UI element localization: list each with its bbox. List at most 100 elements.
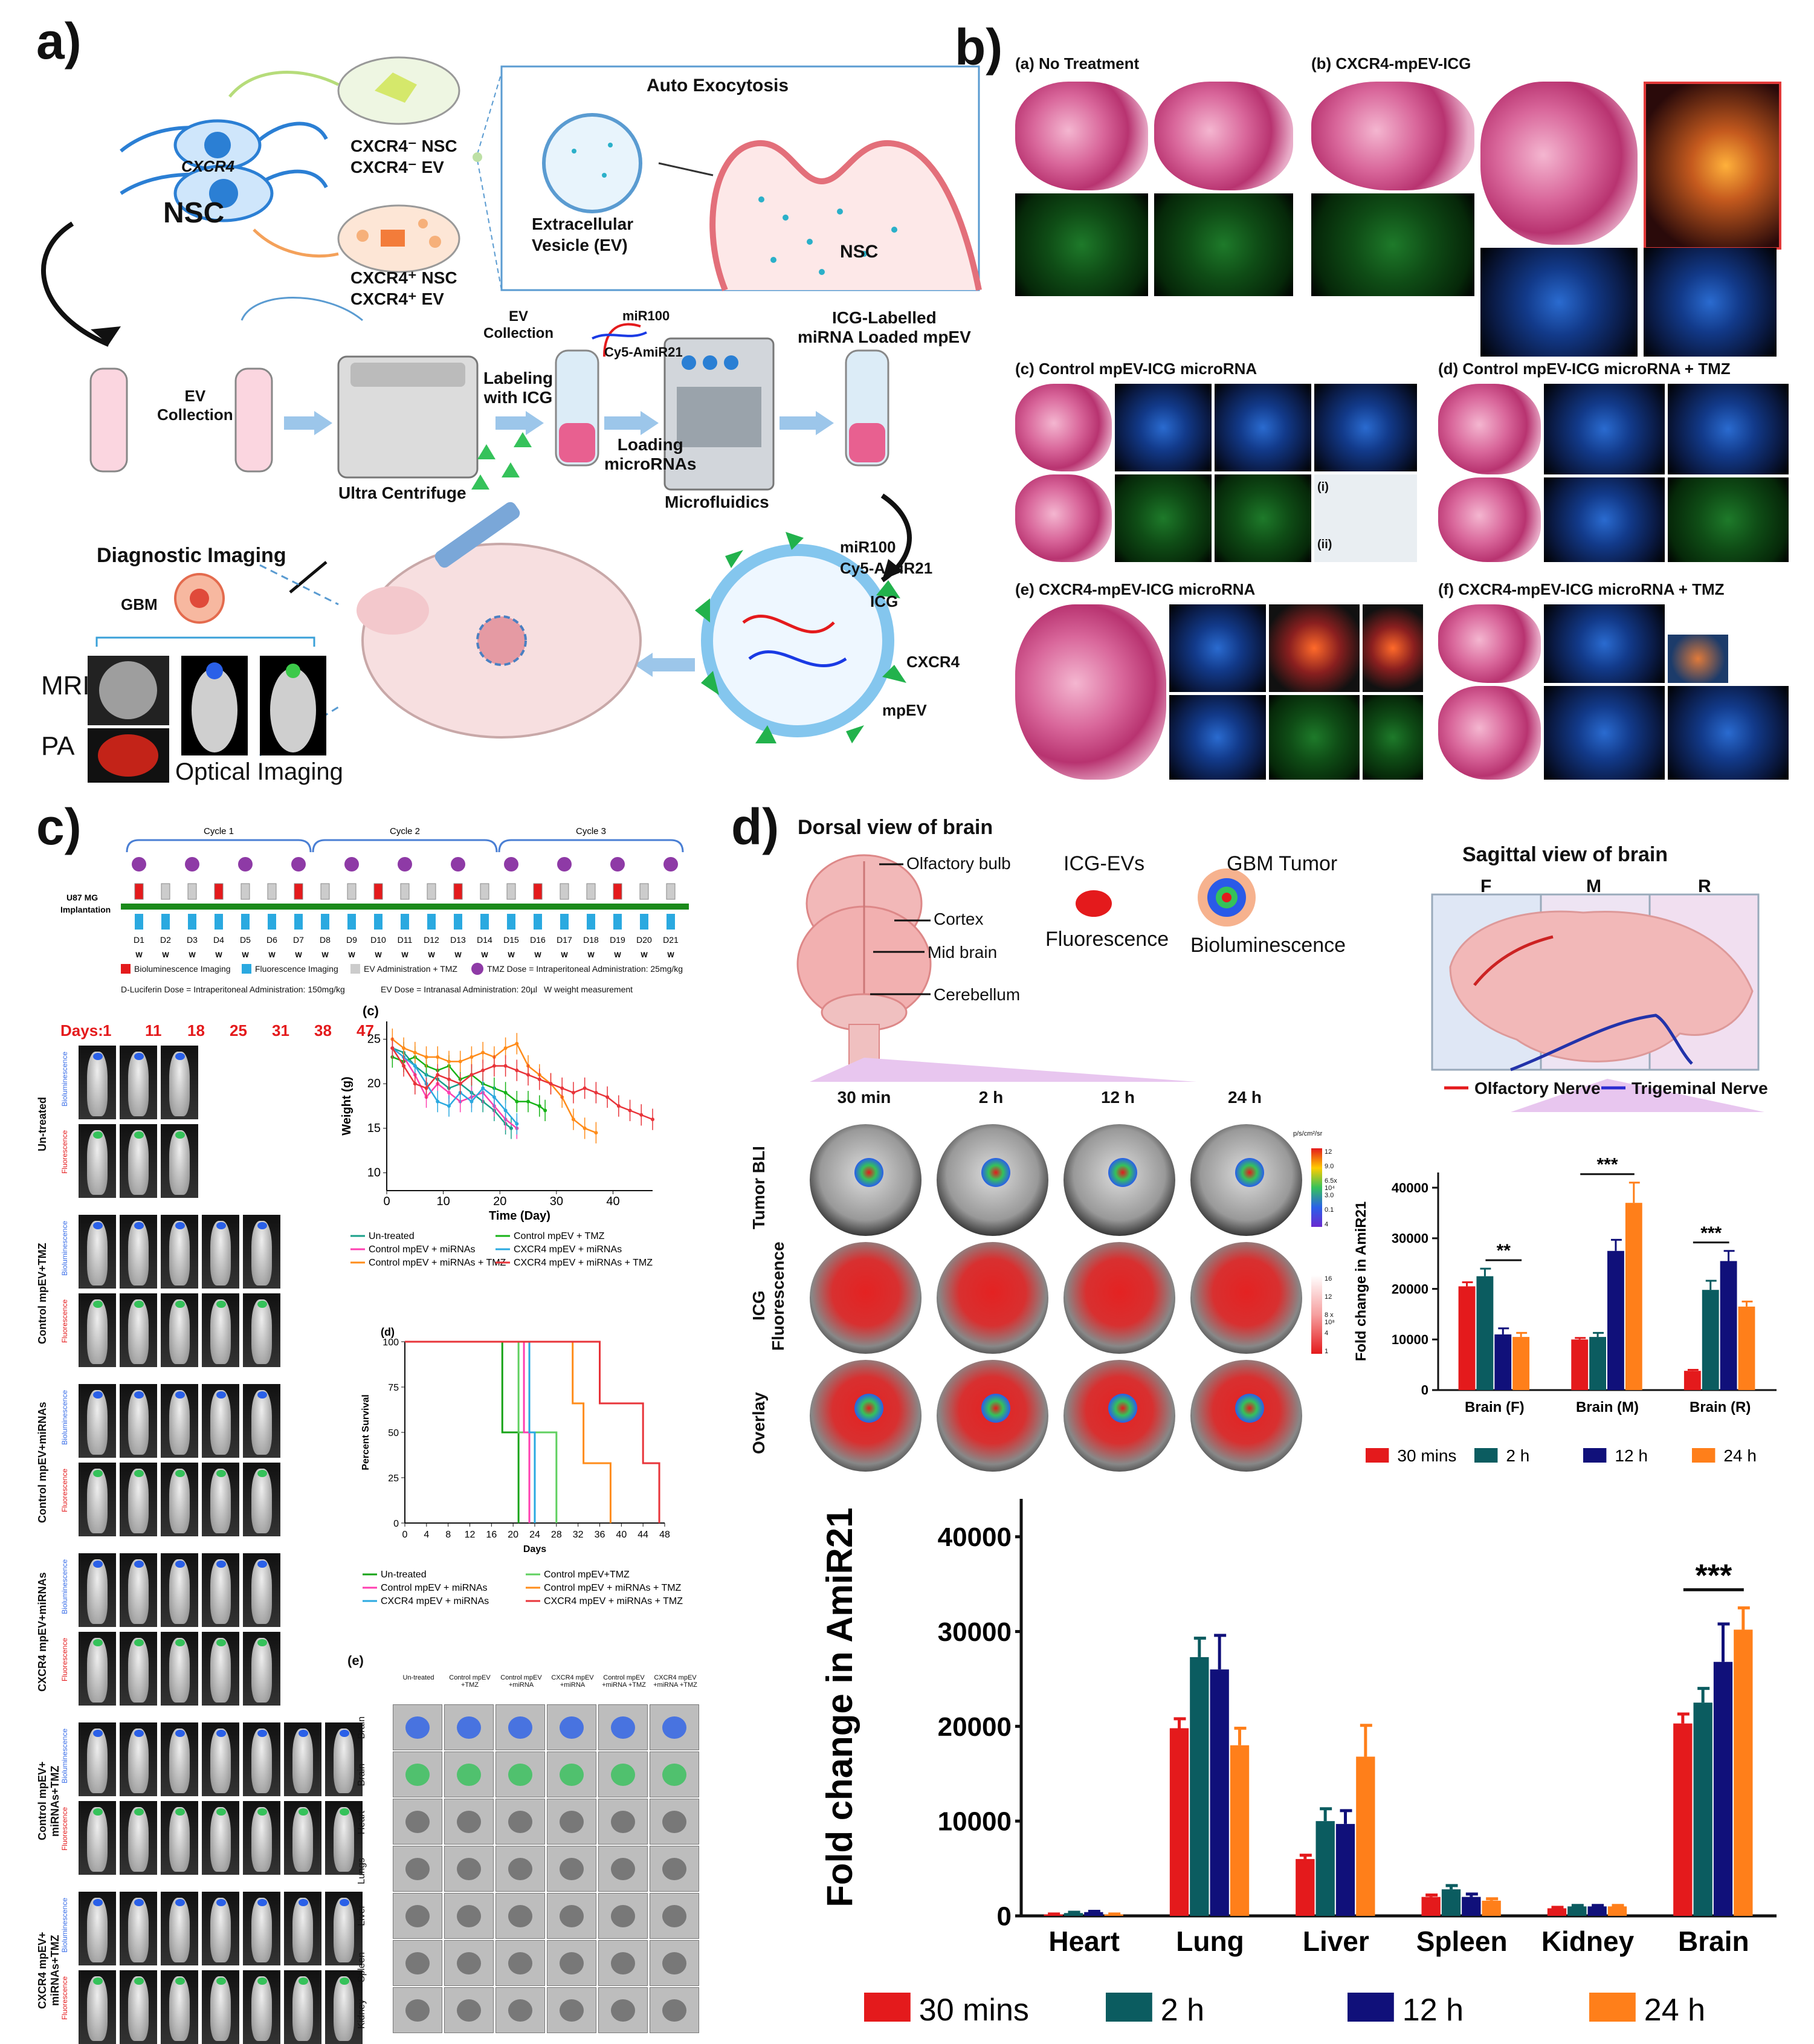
chart-title: (d): [381, 1326, 395, 1338]
tmz-dose-marker: [344, 857, 359, 872]
weight-point: [639, 1113, 644, 1117]
mouse-image: [120, 1632, 157, 1706]
x-axis-label: Days: [523, 1544, 546, 1554]
day-tick-label: D11: [398, 935, 413, 945]
x-tick-label: 0: [383, 1195, 390, 1208]
legend-fluo: Fluorescence Imaging: [255, 964, 338, 974]
organ-image: [547, 1704, 596, 1750]
x-tick-label: 20: [493, 1195, 506, 1208]
legend-swatch-fluo: [242, 964, 251, 974]
mouse-image: [202, 1801, 239, 1875]
fluorescence-scale-tick: 12: [1325, 1293, 1332, 1301]
bioluminescence-row-label: Bioluminescence: [60, 1390, 69, 1445]
weight-series-line: [392, 1047, 518, 1125]
y-tick-label: 100: [382, 1337, 399, 1348]
organ-image: [598, 1987, 648, 2033]
histology-image: [1154, 82, 1293, 190]
legend-entry: 2 h: [1161, 1993, 1204, 2028]
timepoint-label: 24 h: [1227, 1088, 1262, 1107]
mouse-image: [120, 1293, 157, 1367]
mouse-image: [161, 1046, 198, 1119]
weight-point: [651, 1117, 654, 1122]
organ-image: [495, 1751, 545, 1797]
organ-image: [495, 1704, 545, 1750]
day-tick-label: D15: [503, 935, 519, 945]
fluorescence-marker: [480, 914, 489, 930]
organ-image: [598, 1704, 648, 1750]
days-row: Days: 1 11 18 25 31 38 47: [60, 1021, 374, 1040]
weight-point: [571, 1090, 575, 1095]
pa-label: PA: [41, 731, 75, 761]
diagnostic-imaging-label: Diagnostic Imaging: [97, 544, 286, 567]
fluorescence-marker: [454, 914, 462, 930]
mouse-image: [243, 1215, 280, 1289]
bioluminescence-row-label: Bioluminescence: [60, 1898, 69, 1953]
legend-entry: CXCR4 mpEV + miRNAs: [514, 1244, 622, 1255]
organ-image: [598, 1751, 648, 1797]
histology-image: [1438, 604, 1541, 683]
bar: [1589, 1337, 1606, 1390]
day-tick-label: D5: [240, 935, 251, 945]
bli-colorbar: [1311, 1148, 1322, 1227]
fluorescence-image: [1115, 384, 1212, 471]
vesicle-label-icg: ICG: [870, 592, 899, 610]
implantation-label-1: U87 MG: [66, 893, 98, 902]
weight-point: [402, 1046, 406, 1050]
anatomy-diagram: [1314, 474, 1417, 562]
histology-grid: (a) No Treatment (b) CXCR4-mpEV-ICG (c) …: [1015, 54, 1795, 780]
weight-marker: W: [481, 951, 488, 959]
overlay-brain-image: [1064, 1360, 1175, 1472]
group-label: Control mpEV+TMZ: [36, 1243, 48, 1344]
tmz-dose-marker: [504, 857, 518, 872]
day-11: 11: [145, 1021, 162, 1040]
weight-point: [481, 1069, 485, 1073]
fluorescence-colorbar: [1311, 1275, 1322, 1354]
weight-point: [436, 1055, 440, 1059]
vesicle-label-cxcr4: CXCR4: [906, 653, 960, 671]
group-label: Un-treated: [36, 1097, 48, 1152]
fluorescence-marker: [507, 914, 515, 930]
mouse-image: [202, 1215, 239, 1289]
category-label: Brain (M): [1576, 1399, 1639, 1415]
x-tick-label: 24: [529, 1530, 540, 1540]
organ-image: [495, 1893, 545, 1939]
ev-label-line1: Extracellular: [532, 215, 634, 233]
day-18: 18: [187, 1021, 205, 1040]
mouse-image: [79, 1553, 116, 1627]
histology-image: [1015, 604, 1166, 780]
weight-marker: W: [614, 951, 621, 959]
significance-label: ***: [1695, 1558, 1732, 1593]
bar: [1512, 1337, 1530, 1390]
sagittal-f-label: F: [1480, 876, 1492, 896]
day-tick-label: D10: [370, 935, 386, 945]
weight-point: [560, 1086, 564, 1090]
category-label: Brain (F): [1465, 1399, 1525, 1415]
legend-swatch-bio: [121, 964, 131, 974]
category-label: Brain: [1678, 1926, 1749, 1957]
weight-point: [537, 1077, 541, 1081]
x-tick-label: 4: [424, 1530, 429, 1540]
x-tick-label: 48: [659, 1530, 670, 1540]
mouse-image: [79, 1970, 116, 2044]
weight-point: [549, 1082, 553, 1086]
organ-image: [650, 1751, 699, 1797]
cycle-label: Cycle 2: [390, 826, 420, 836]
mouse-image: [202, 1722, 239, 1796]
fluorescence-marker: [241, 914, 250, 930]
organ-image: [444, 1799, 494, 1845]
sagittal-m-label: M: [1586, 876, 1601, 896]
histology-image: [1480, 82, 1638, 245]
y-tick-label: 15: [367, 1122, 381, 1135]
mouse-image: [243, 1463, 280, 1536]
weight-marker: W: [667, 951, 674, 959]
day-tick-label: D19: [610, 935, 625, 945]
fluorescence-image: [1314, 384, 1417, 471]
olfactory-nerve-label: Olfactory Nerve: [1474, 1079, 1601, 1098]
day-tick-label: D17: [557, 935, 572, 945]
weight-marker: W: [454, 951, 462, 959]
legend-swatch: [1366, 1448, 1389, 1463]
fluorescence-image: [1668, 477, 1789, 562]
weight-marker: W: [561, 951, 568, 959]
bli-scale-tick: 12: [1325, 1148, 1332, 1156]
